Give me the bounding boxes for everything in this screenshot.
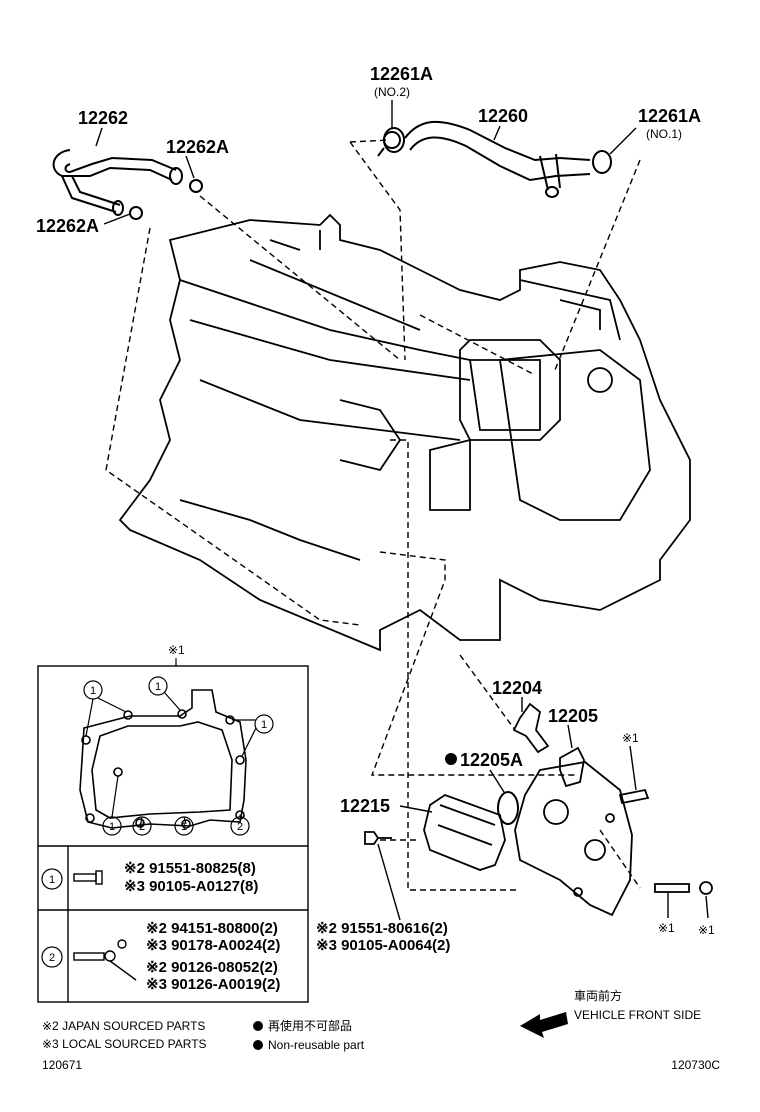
non-reusable-dot-icon xyxy=(253,1021,263,1031)
detail-circle-markers xyxy=(83,676,274,836)
code-left: 120671 xyxy=(42,1058,82,1072)
label-12261A-no1: 12261A xyxy=(638,106,701,126)
non-reusable-dot-icon xyxy=(445,753,457,765)
gasket-outline xyxy=(79,689,247,829)
label-no2: (NO.2) xyxy=(374,85,410,99)
marker-two: 2 xyxy=(237,821,243,833)
label-12205A: 12205A xyxy=(460,750,523,770)
fitting-12205[interactable] xyxy=(559,746,585,788)
row2-line3: ※2 90126-08052(2) xyxy=(146,959,278,976)
ref1-label-c: ※1 xyxy=(698,923,715,937)
ref1-label-b: ※1 xyxy=(658,921,675,935)
row2-line2: ※3 90178-A0024(2) xyxy=(146,937,280,954)
label-12261A-no2: 12261A xyxy=(370,64,433,84)
gasket-12205A[interactable] xyxy=(497,791,519,825)
bolt-icon[interactable] xyxy=(364,788,713,895)
marker-one: 1 xyxy=(261,719,267,731)
sensor-12204[interactable] xyxy=(512,702,550,754)
stud-bolt-icon xyxy=(73,939,137,981)
detail-box xyxy=(37,665,309,1003)
front-arrow-icon xyxy=(520,1012,568,1038)
front-label-jp: 車両前方 xyxy=(574,988,622,1003)
clamp-12261A-no1[interactable] xyxy=(592,150,612,174)
screw-icon xyxy=(73,870,103,885)
clamp-12262A[interactable] xyxy=(129,179,203,220)
row1-marker xyxy=(41,868,63,890)
row1-marker-label: 1 xyxy=(49,874,55,886)
legend-local: ※3 LOCAL SOURCED PARTS xyxy=(42,1037,207,1051)
hose-12260[interactable] xyxy=(383,120,591,198)
marker-one: 1 xyxy=(181,821,187,833)
row1-line1: ※2 91551-80825(8) xyxy=(124,860,256,877)
front-label-en: VEHICLE FRONT SIDE xyxy=(574,1008,701,1022)
engine-block xyxy=(118,213,691,652)
valve-12215[interactable] xyxy=(423,793,506,871)
row2-line1: ※2 94151-80800(2) xyxy=(146,920,278,937)
label-12260: 12260 xyxy=(478,106,528,126)
label-12262A-top: 12262A xyxy=(166,137,229,157)
marker-one: 1 xyxy=(155,681,161,693)
bolt-leader xyxy=(377,843,709,921)
bolt-part-line1: ※2 91551-80616(2) xyxy=(316,920,448,937)
non-reusable-dot-icon xyxy=(253,1040,263,1050)
callout-leaders xyxy=(95,100,637,813)
marker-one: 1 xyxy=(109,821,115,833)
label-12262A-left: 12262A xyxy=(36,216,99,236)
legend-japan: ※2 JAPAN SOURCED PARTS xyxy=(42,1019,205,1033)
marker-one: 1 xyxy=(90,685,96,697)
label-12262: 12262 xyxy=(78,108,128,128)
detail-ref-label: ※1 xyxy=(168,643,185,657)
row2-marker-label: 2 xyxy=(49,952,55,964)
marker-two: 2 xyxy=(139,821,145,833)
label-12204: 12204 xyxy=(492,678,542,698)
hose-12262[interactable] xyxy=(52,149,183,216)
legend-reuse-jp: 再使用不可部品 xyxy=(268,1018,352,1033)
label-no1: (NO.1) xyxy=(646,127,682,141)
row2-marker xyxy=(41,946,63,968)
row1-line2: ※3 90105-A0127(8) xyxy=(124,878,258,895)
bolt-part-line2: ※3 90105-A0064(2) xyxy=(316,937,450,954)
label-12215: 12215 xyxy=(340,796,390,816)
legend-reuse-en: Non-reusable part xyxy=(268,1038,365,1052)
row2-line4: ※3 90126-A0019(2) xyxy=(146,976,280,993)
code-right: 120730C xyxy=(671,1058,720,1072)
ref1-label-a: ※1 xyxy=(622,731,639,745)
label-12205: 12205 xyxy=(548,706,598,726)
cover-housing[interactable] xyxy=(514,761,633,917)
leader-lines xyxy=(105,139,641,891)
